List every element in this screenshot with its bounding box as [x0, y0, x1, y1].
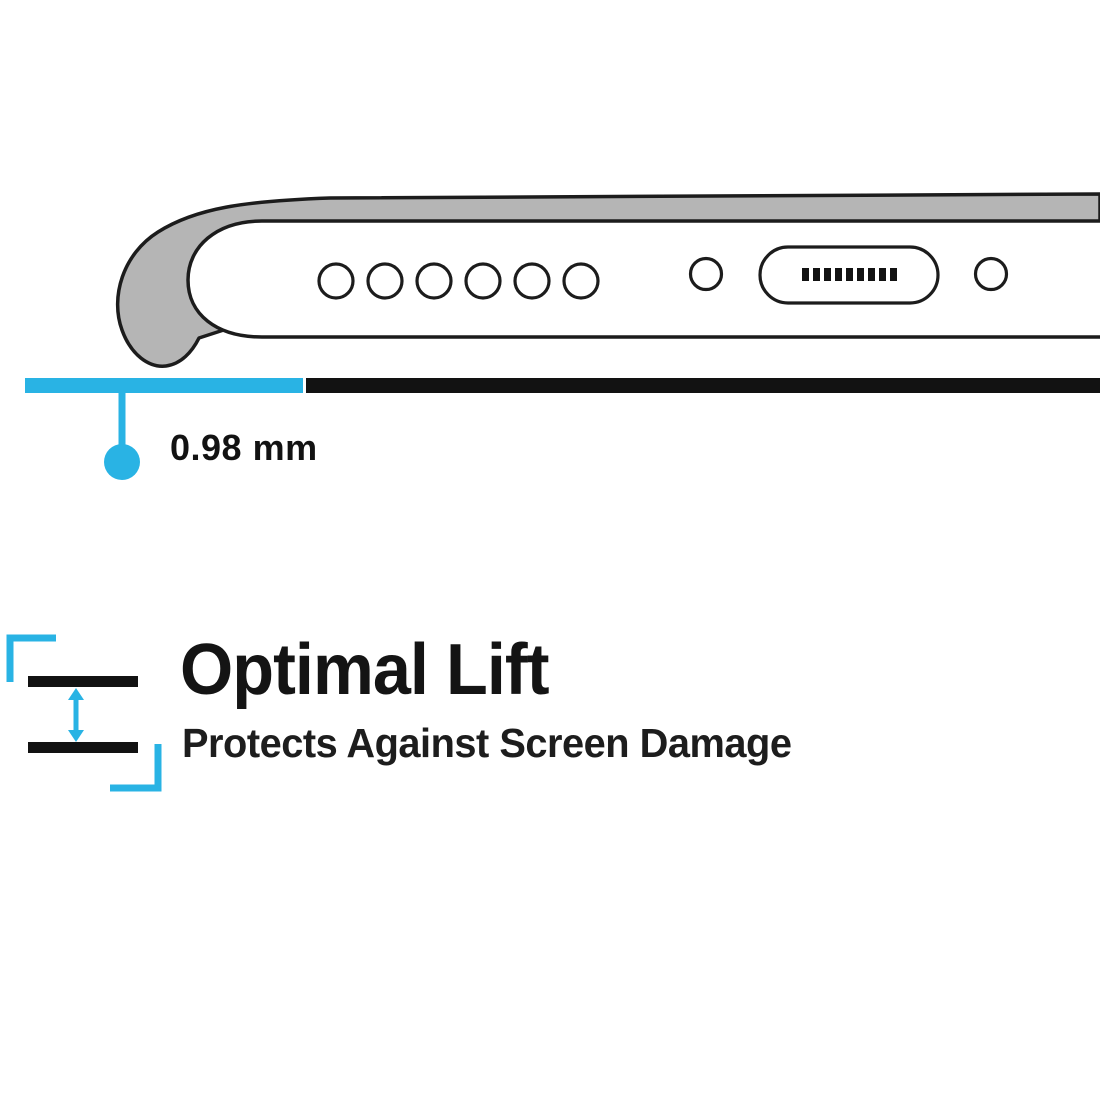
port-pins: [802, 268, 897, 281]
feature-title: Optimal Lift: [180, 630, 550, 710]
plate-top: [28, 676, 138, 687]
feature-subtitle: Protects Against Screen Damage: [182, 720, 792, 766]
microphone-hole-icon: [688, 256, 724, 292]
lift-gap-icon: [6, 634, 162, 792]
phone-edge-illustration: 0.98 mm: [25, 192, 1100, 480]
feature-text-block: Optimal Lift Protects Against Screen Dam…: [180, 634, 1080, 767]
lift-bar-accent: [25, 378, 303, 393]
bracket-top-left: [6, 634, 56, 682]
lift-measurement: 0.98 mm: [25, 378, 1100, 480]
measure-value: 0.98 mm: [170, 427, 318, 468]
measure-dot-icon: [104, 444, 140, 480]
bracket-bottom-right: [110, 744, 162, 792]
fastener-hole-icon: [973, 256, 1009, 292]
speaker-holes-icon: [317, 262, 600, 300]
feature-row: Optimal Lift Protects Against Screen Dam…: [0, 628, 1100, 808]
gap-arrow-icon: [68, 688, 84, 742]
surface-bar: [306, 378, 1100, 393]
plate-bottom: [28, 742, 138, 753]
charging-port-icon: [758, 245, 940, 305]
